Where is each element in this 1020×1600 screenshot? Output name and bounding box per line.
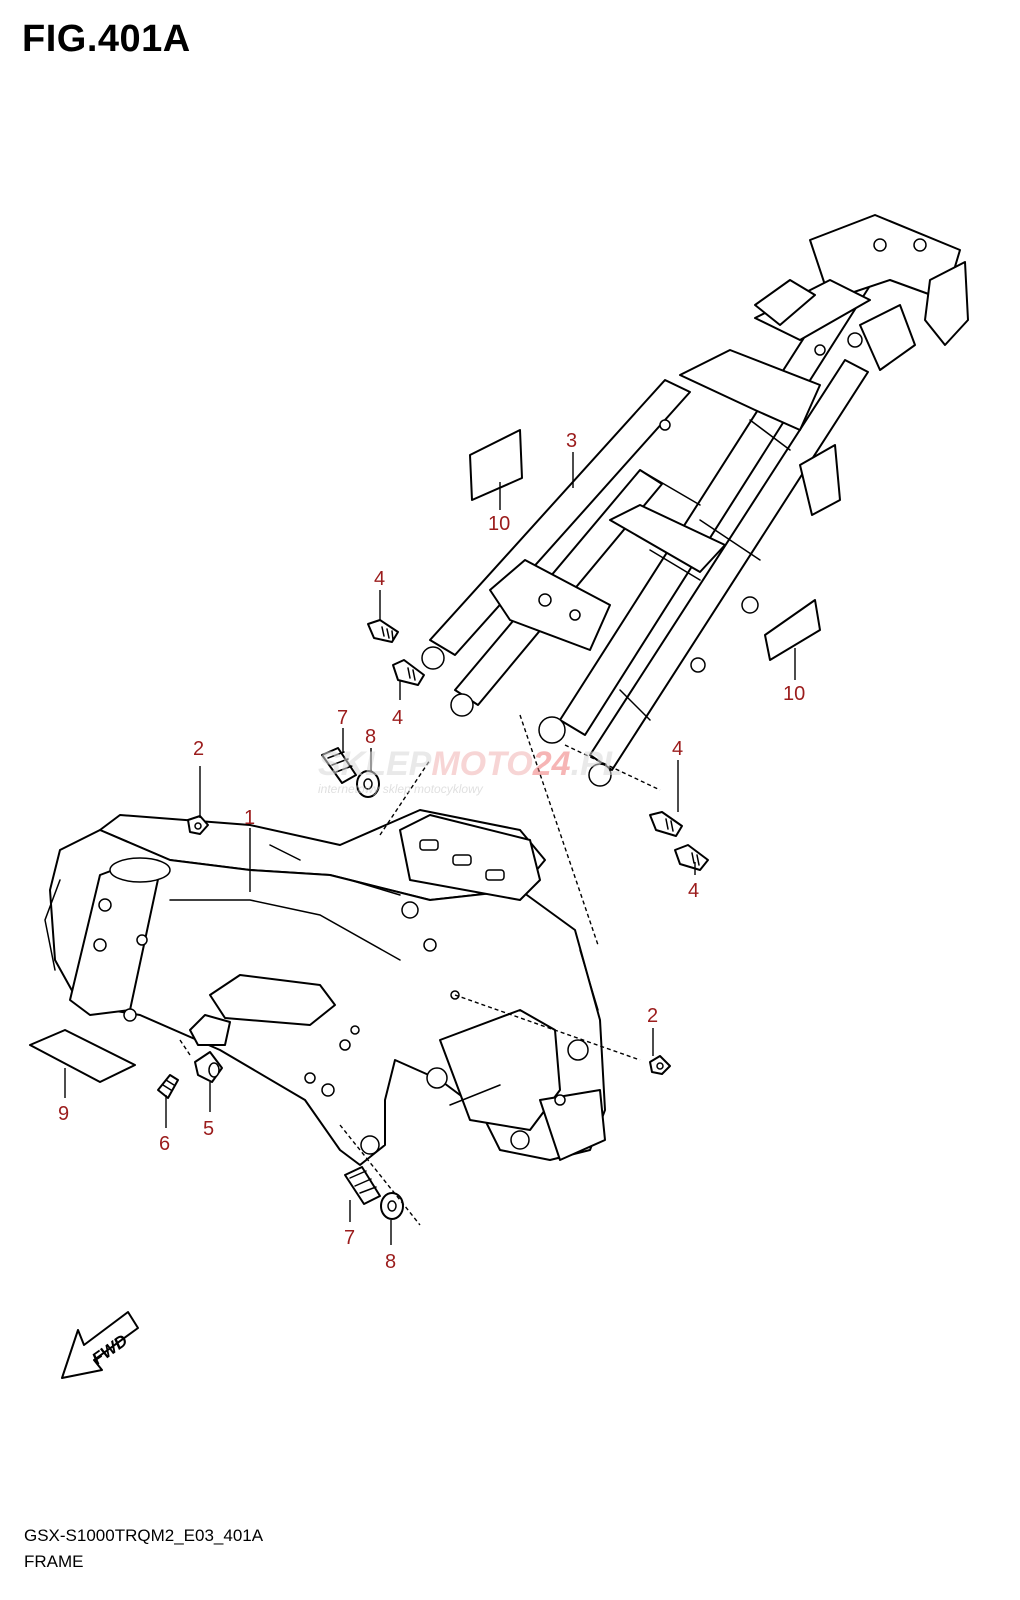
watermark-logo: SKLEPMOTO24.PL internetowy sklep motocyk… bbox=[318, 745, 623, 796]
fwd-arrow-icon: FWD bbox=[61, 1311, 139, 1379]
watermark-brand-c: 24 bbox=[532, 745, 571, 783]
watermark-brand-a: SKLEP bbox=[318, 745, 432, 783]
callout-4-b: 4 bbox=[392, 707, 403, 729]
callout-numbers: 1 2 2 3 4 4 4 4 5 6 7 7 8 8 9 10 10 bbox=[58, 430, 805, 1273]
callout-8-b: 8 bbox=[385, 1251, 396, 1273]
watermark-brand-d: .PL bbox=[571, 745, 624, 783]
figure-code: GSX-S1000TRQM2_E03_401A bbox=[24, 1526, 264, 1545]
watermark-tagline: internetowy sklep motocyklowy bbox=[318, 782, 484, 796]
bolt-4-c bbox=[649, 811, 683, 837]
callout-8-a: 8 bbox=[365, 726, 376, 748]
callout-3: 3 bbox=[566, 430, 577, 452]
label-plate-10-a bbox=[469, 429, 523, 501]
clip-2-b bbox=[649, 1055, 671, 1075]
watermark-brand-b: MOTO bbox=[431, 745, 532, 783]
callout-4-a: 4 bbox=[374, 568, 385, 590]
main-frame bbox=[44, 809, 606, 1166]
bolt-4-d bbox=[674, 844, 709, 871]
callout-4-c: 4 bbox=[672, 738, 683, 760]
clip-2-a bbox=[187, 815, 209, 835]
callout-9: 9 bbox=[58, 1103, 69, 1125]
nut-8-a bbox=[356, 770, 380, 798]
label-plate-9 bbox=[29, 1029, 136, 1083]
callout-4-d: 4 bbox=[688, 880, 699, 902]
bushing-7-a bbox=[321, 747, 357, 784]
callout-2-a: 2 bbox=[193, 738, 204, 760]
figure-title: FIG.401A bbox=[22, 18, 191, 60]
bolt-4-b bbox=[392, 659, 425, 686]
bolt-6 bbox=[157, 1074, 179, 1099]
callout-7-b: 7 bbox=[344, 1227, 355, 1249]
svg-text:SKLEPMOTO24.PL: SKLEPMOTO24.PL bbox=[318, 745, 623, 783]
leader-lines bbox=[64, 452, 796, 1245]
callout-2-b: 2 bbox=[647, 1005, 658, 1027]
callout-5: 5 bbox=[203, 1118, 214, 1140]
collar-5 bbox=[194, 1051, 223, 1083]
seat-rail-subframe bbox=[421, 214, 969, 787]
callout-1: 1 bbox=[244, 807, 255, 829]
bolt-4-a bbox=[367, 619, 399, 643]
bushing-7-b bbox=[344, 1166, 381, 1205]
callout-6: 6 bbox=[159, 1133, 170, 1155]
callout-10-a: 10 bbox=[488, 513, 510, 535]
label-plate-10-b bbox=[764, 599, 821, 661]
nut-8-b bbox=[380, 1192, 404, 1220]
figure-name: FRAME bbox=[24, 1552, 84, 1571]
callout-10-b: 10 bbox=[783, 683, 805, 705]
callout-7-a: 7 bbox=[337, 707, 348, 729]
